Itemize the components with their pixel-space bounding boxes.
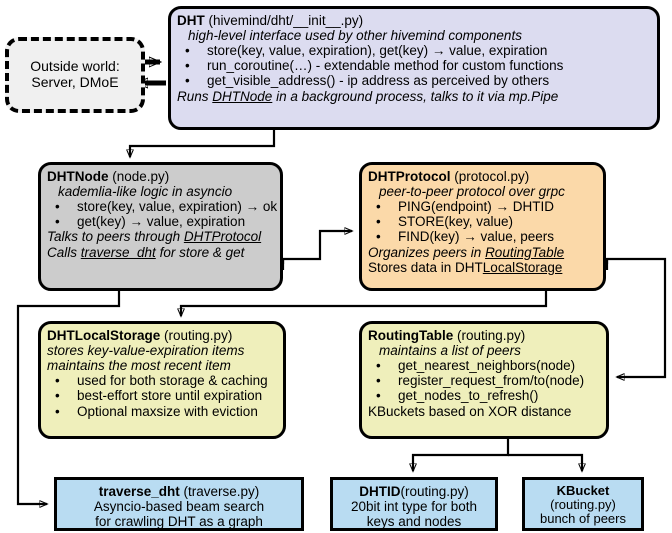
node-dht[interactable]: DHT (hivemind/dht/__init__.py) high-leve…	[168, 6, 660, 130]
dhtnode-footer2-post: for store & get	[155, 244, 245, 260]
dht-file: (hivemind/dht/__init__.py)	[204, 13, 364, 28]
dhtid-line2: keys and nodes	[366, 514, 462, 530]
dhtnode-footer2-pre: Calls	[47, 244, 81, 260]
dhtnode-footer1-pre: Talks to peers through	[47, 229, 184, 245]
dht-name: DHT	[177, 13, 205, 28]
wire-dhtprotocol-to-dhtlocalstorage	[181, 291, 548, 316]
dhtnode-file: (node.py)	[108, 169, 170, 184]
node-dhtnode[interactable]: DHTNode (node.py) kademlia-like logic in…	[38, 162, 283, 291]
dht-subtitle: high-level interface used by other hivem…	[188, 28, 522, 44]
dhtnode-link-traverse-dht[interactable]: traverse_dht	[80, 244, 156, 260]
dhtid-title: DHTID(routing.py)	[339, 484, 489, 499]
routingtable-title: RoutingTable (routing.py)	[368, 328, 600, 343]
dhtprotocol-footer1-pre: Organizes peers in	[368, 244, 486, 260]
dhtprotocol-subtitle: peer-to-peer protocol over grpc	[379, 184, 565, 200]
dhtprotocol-bullet-list: PING(endpoint) → DHTID STORE(key, value)…	[368, 199, 597, 244]
dhtlocalstorage-bullet-list: used for both storage & caching best-eff…	[47, 373, 277, 418]
kbucket-line2: bunch of peers	[539, 510, 626, 526]
dhtprotocol-link-localstorage[interactable]: LocalStorage	[482, 259, 563, 275]
dhtlocalstorage-name: DHTLocalStorage	[47, 328, 161, 343]
outside-world-line2: Server, DMoE	[31, 74, 119, 90]
dhtid-line1: 20bit int type for both	[350, 499, 478, 515]
dhtnode-bullet: store(key, value, expiration) → ok	[47, 199, 277, 214]
node-kbucket[interactable]: KBucket (routing.py) bunch of peers	[522, 477, 644, 531]
node-dhtprotocol[interactable]: DHTProtocol (protocol.py) peer-to-peer p…	[359, 162, 606, 291]
dht-footer-pre: Runs	[177, 88, 213, 104]
traverse-dht-name: traverse_dht	[98, 484, 180, 499]
routingtable-name: RoutingTable	[368, 328, 454, 343]
dhtlocalstorage-subtitle-1: stores key-value-expiration items	[47, 343, 245, 359]
dhtprotocol-footer2-pre: Stores data in DHT	[368, 259, 483, 275]
dhtlocalstorage-bullet: Optional maxsize with eviction	[47, 404, 277, 419]
dhtnode-bullet: get(key) → value, expiration	[47, 214, 274, 229]
dhtprotocol-link-routingtable[interactable]: RoutingTable	[485, 244, 565, 260]
dhtnode-name: DHTNode	[47, 169, 109, 184]
routingtable-subtitle: maintains a list of peers	[379, 343, 521, 359]
dhtprotocol-name: DHTProtocol	[368, 169, 451, 184]
traverse-dht-line1: Asyncio-based beam search	[93, 499, 265, 515]
dhtnode-subtitle: kademlia-like logic in asyncio	[58, 184, 233, 200]
dhtlocalstorage-title: DHTLocalStorage (routing.py)	[47, 328, 277, 343]
outside-world-line1: Outside world:	[30, 58, 120, 75]
dhtnode-title: DHTNode (node.py)	[47, 169, 274, 184]
dhtlocalstorage-bullet: used for both storage & caching	[47, 373, 277, 388]
routingtable-file: (routing.py)	[453, 328, 526, 343]
dht-bullet: get_visible_address() - ip address as pe…	[177, 73, 651, 88]
dhtid-name: DHTID	[359, 484, 401, 499]
wire-dht-to-dhtnode	[130, 130, 276, 157]
dhtprotocol-bullet: FIND(key) → value, peers	[368, 229, 597, 244]
node-dhtlocalstorage[interactable]: DHTLocalStorage (routing.py) stores key-…	[38, 321, 286, 439]
wire-dhtnode-to-dhtprotocol	[281, 231, 352, 270]
dht-bullet: store(key, value, expiration), get(key) …	[177, 43, 651, 58]
dhtnode-footer-2: Calls traverse_dht for store & get	[47, 245, 274, 260]
node-routingtable[interactable]: RoutingTable (routing.py) maintains a li…	[359, 321, 609, 439]
dhtprotocol-bullet: STORE(key, value)	[368, 214, 597, 229]
kbucket-line1: (routing.py)	[550, 496, 616, 512]
dht-footer-link-dhtnode[interactable]: DHTNode	[212, 88, 273, 104]
routingtable-bullet: register_request_from/to(node)	[368, 373, 600, 388]
traverse-dht-line2: for crawling DHT as a graph	[95, 514, 263, 530]
node-outside-world[interactable]: Outside world: Server, DMoE	[5, 37, 145, 113]
dht-bullet: run_coroutine(…) - extendable method for…	[177, 58, 651, 73]
wire-dhtprotocol-to-routingtable	[605, 257, 667, 377]
node-dhtid[interactable]: DHTID(routing.py) 20bit int type for bot…	[330, 477, 498, 531]
dht-bullet-list: store(key, value, expiration), get(key) …	[177, 43, 651, 88]
routingtable-bullet: get_nodes_to_refresh()	[368, 388, 600, 403]
dhtprotocol-title: DHTProtocol (protocol.py)	[368, 169, 597, 184]
kbucket-title: KBucket	[556, 483, 610, 498]
routingtable-bullet: get_nearest_neighbors(node)	[368, 358, 600, 373]
routingtable-bullet-list: get_nearest_neighbors(node) register_req…	[368, 358, 600, 403]
node-traverse-dht[interactable]: traverse_dht (traverse.py) Asyncio-based…	[54, 477, 304, 531]
dhtprotocol-footer-2: Stores data in DHTLocalStorage	[368, 260, 597, 275]
dht-footer-post: in a background process, talks to it via…	[272, 88, 559, 104]
routingtable-footer: KBuckets based on XOR distance	[368, 403, 572, 419]
dhtnode-bullet-list: store(key, value, expiration) → ok get(k…	[47, 199, 277, 229]
dht-footer: Runs DHTNode in a background process, ta…	[177, 89, 651, 104]
wire-routingtable-to-leaves	[413, 439, 582, 471]
traverse-dht-title: traverse_dht (traverse.py)	[63, 484, 295, 499]
dhtlocalstorage-subtitle-2: maintains the most recent item	[47, 358, 231, 374]
dhtlocalstorage-file: (routing.py)	[160, 328, 233, 343]
dht-title: DHT (hivemind/dht/__init__.py)	[177, 13, 651, 28]
dhtid-file: (routing.py)	[400, 484, 469, 499]
traverse-dht-file: (traverse.py)	[179, 484, 260, 499]
dhtprotocol-bullet: PING(endpoint) → DHTID	[368, 199, 597, 214]
dhtnode-link-dhtprotocol[interactable]: DHTProtocol	[183, 229, 262, 245]
dhtprotocol-footer-1: Organizes peers in RoutingTable	[368, 245, 597, 260]
dhtnode-footer-1: Talks to peers through DHTProtocol	[47, 229, 274, 244]
dhtlocalstorage-bullet: best-effort store until expiration	[47, 388, 277, 403]
dhtprotocol-file: (protocol.py)	[450, 169, 530, 184]
